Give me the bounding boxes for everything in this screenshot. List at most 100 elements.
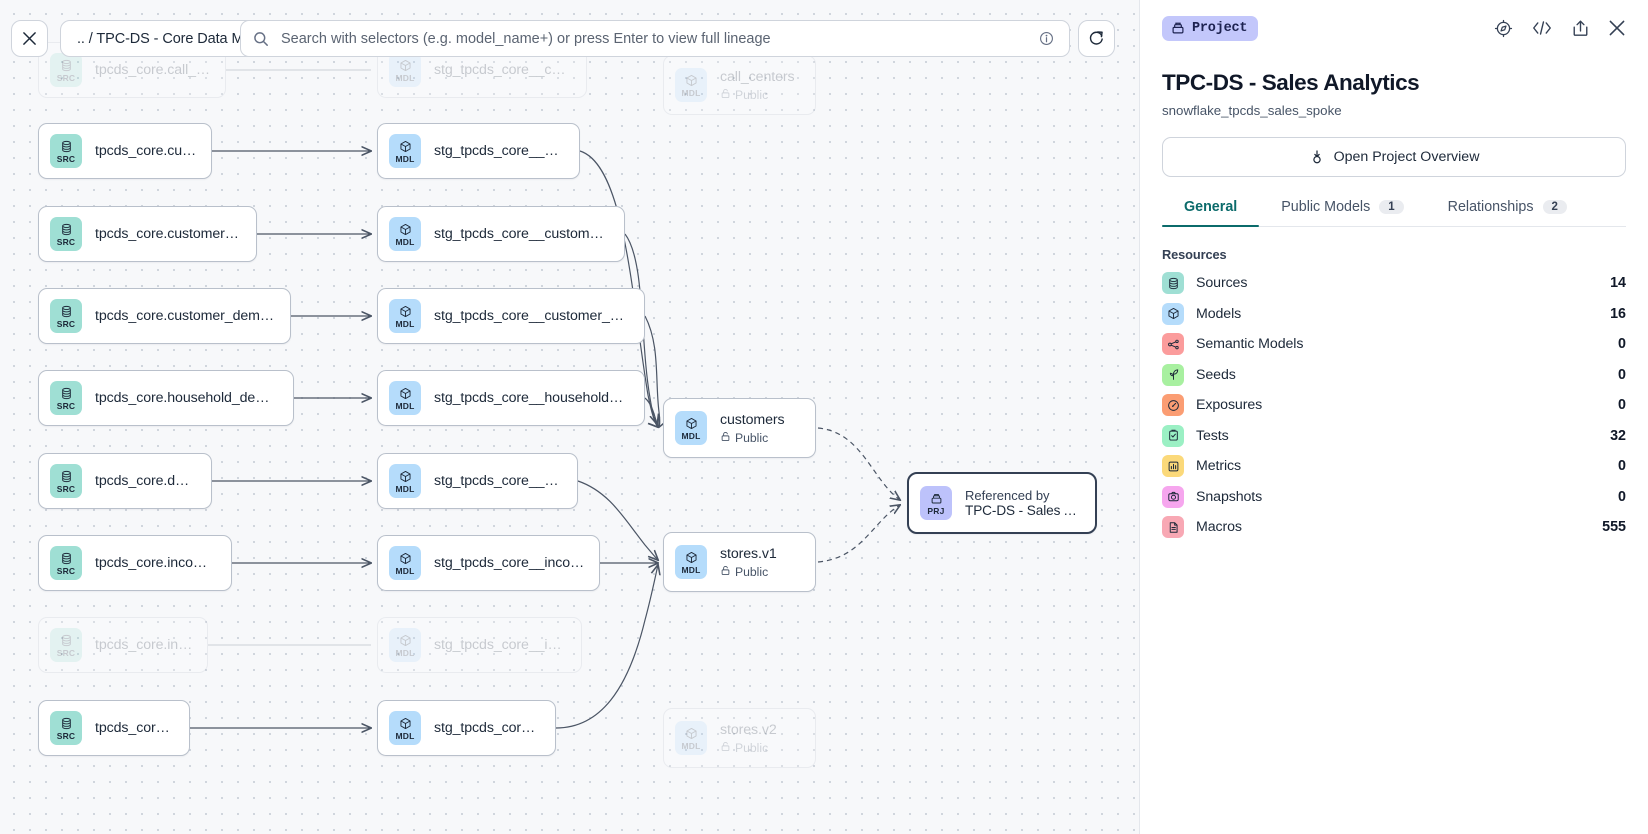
node-text: tpcds_core.inventory <box>95 637 193 653</box>
database-icon <box>60 139 73 154</box>
node-badge-src: SRC <box>50 464 82 498</box>
refresh-icon <box>1089 31 1103 45</box>
resource-value: 0 <box>1618 366 1626 383</box>
node-title: stg_tpcds_core__call_center <box>434 62 572 78</box>
node-kicker: Referenced by <box>965 488 1050 503</box>
node-badge-prj: PRJ <box>920 486 952 520</box>
node-visibility: Public <box>720 431 785 445</box>
tab-general[interactable]: General <box>1162 199 1260 227</box>
file-icon <box>1162 516 1184 539</box>
node-text: stg_tpcds_core__income_band <box>434 555 585 571</box>
node-badge-mdl: MDL <box>389 53 421 87</box>
node-text: stg_tpcds_core__customer_demogra… <box>434 308 630 324</box>
database-icon <box>60 633 73 648</box>
info-icon[interactable] <box>1039 31 1057 46</box>
node-text: tpcds_core.customer_address <box>95 226 242 242</box>
database-icon <box>60 551 73 566</box>
search-bar[interactable] <box>240 20 1070 57</box>
node-text: stg_tpcds_core__inventory <box>434 637 567 653</box>
resources-heading: Resources <box>1162 247 1227 262</box>
node-badge-label: SRC <box>56 565 76 576</box>
node-title: tpcds_core.inventory <box>95 637 193 653</box>
close-panel-icon[interactable] <box>1608 19 1626 37</box>
node-badge-src: SRC <box>50 628 82 662</box>
node-badge-label: MDL <box>681 564 701 575</box>
graph-node[interactable]: SRC tpcds_core.inventory <box>38 617 208 673</box>
node-badge-label: MDL <box>395 400 415 411</box>
node-title: tpcds_core.store <box>95 720 175 736</box>
resource-type-pill: Project <box>1162 15 1259 41</box>
cube-icon <box>399 551 412 566</box>
gauge-icon <box>1162 394 1184 417</box>
project-icon <box>930 491 943 506</box>
cube-icon <box>399 304 412 319</box>
node-title: call_centers <box>720 68 795 85</box>
resource-label: Sources <box>1196 275 1248 292</box>
node-badge-label: SRC <box>56 400 76 411</box>
lock-icon <box>720 88 731 102</box>
share-icon[interactable] <box>1571 19 1590 38</box>
node-badge-mdl: MDL <box>389 464 421 498</box>
panel-subtitle: snowflake_tpcds_sales_spoke <box>1162 103 1342 118</box>
node-text: stg_tpcds_core__customer <box>434 143 565 159</box>
graph-node[interactable]: MDLstg_tpcds_core__customer_demogra… <box>377 288 645 344</box>
details-panel: Project <box>1139 0 1648 834</box>
tab-label: Relationships <box>1447 199 1534 215</box>
search-input[interactable] <box>273 30 1039 47</box>
code-icon[interactable] <box>1531 19 1553 37</box>
seed-icon <box>1162 363 1184 386</box>
node-title: tpcds_core.customer_demographics <box>95 308 276 324</box>
resource-label: Metrics <box>1196 458 1242 475</box>
node-title: tpcds_core.customer <box>95 143 197 159</box>
compass-icon[interactable] <box>1494 19 1513 38</box>
database-icon <box>1162 272 1184 295</box>
node-text: stg_tpcds_core__household_demogr… <box>434 390 630 406</box>
database-icon <box>60 386 73 401</box>
lineage-canvas[interactable]: .. / TPC-DS - Core Data Models <box>0 0 1139 834</box>
graph-node[interactable]: SRC tpcds_core.store <box>38 700 190 756</box>
graph-node[interactable]: MDL stg_tpcds_core__household_demogr… <box>377 370 645 426</box>
refresh-button[interactable] <box>1078 20 1115 57</box>
resource-value: 14 <box>1610 275 1626 292</box>
node-title: TPC-DS - Sales Analytics <box>965 503 1081 518</box>
resource-row-sources[interactable]: Sources 14 <box>1162 268 1626 299</box>
panel-header: Project <box>1162 0 1626 56</box>
close-lineage-button[interactable] <box>11 20 48 57</box>
node-badge-label: SRC <box>56 730 76 741</box>
node-text: tpcds_core.customer <box>95 143 197 159</box>
open-project-overview-button[interactable]: Open Project Overview <box>1162 137 1626 177</box>
node-badge-label: MDL <box>395 483 415 494</box>
